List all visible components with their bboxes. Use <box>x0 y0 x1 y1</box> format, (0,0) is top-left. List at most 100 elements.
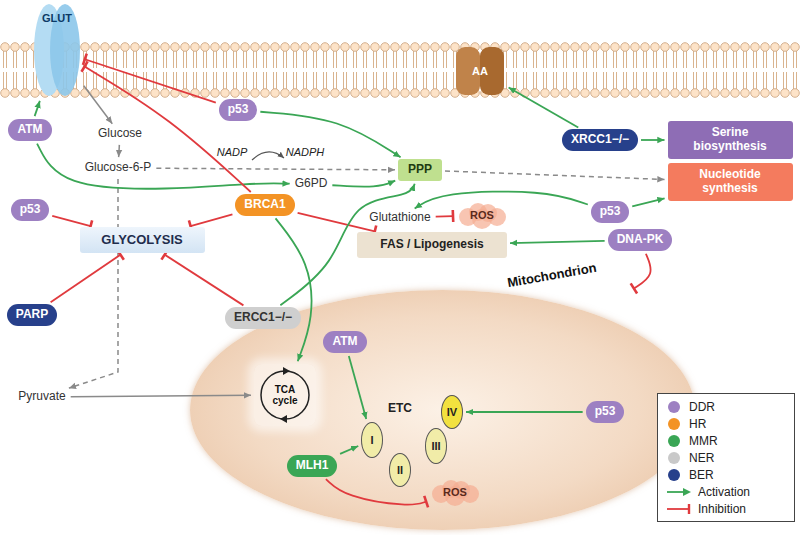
metabolite-label: Glutathione <box>367 210 432 226</box>
activation-arrow <box>632 198 664 206</box>
node-label: ROS <box>470 209 494 222</box>
cofactor-label: NADPH <box>286 146 325 158</box>
flow-arrow <box>84 86 112 124</box>
inhibition-line <box>191 214 233 226</box>
node-label: Serine biosynthesis <box>685 126 775 154</box>
legend-row: DDR <box>666 398 786 415</box>
activation-arrow <box>280 184 414 305</box>
protein-pill: BRCA1 <box>235 194 294 216</box>
protein-pill: ERCC1−/− <box>225 307 301 329</box>
node-label: Glucose <box>98 127 142 141</box>
protein-pill: MLH1 <box>287 455 338 477</box>
cofactor-label: NADP <box>217 146 248 158</box>
legend-text: HR <box>689 417 706 431</box>
legend-line-sample <box>666 503 692 515</box>
activation-arrow <box>510 241 605 243</box>
ros-cloud: ROS <box>456 202 508 228</box>
inhibition-line <box>85 67 251 192</box>
node-label: p53 <box>20 203 41 217</box>
legend-text: DDR <box>689 400 715 414</box>
legend-text: MMR <box>689 434 718 448</box>
legend-row: Activation <box>666 483 786 500</box>
node-label: ATM <box>17 123 42 137</box>
activation-arrow <box>260 112 400 158</box>
pathway-box: Serine biosynthesis <box>668 121 793 159</box>
node-label: p53 <box>600 205 621 219</box>
node-label: Nucleotide synthesis <box>685 168 775 196</box>
node-label: ROS <box>443 486 467 499</box>
legend-swatch <box>668 435 680 447</box>
activation-arrow <box>35 101 40 116</box>
node-label: Pyruvate <box>18 390 65 404</box>
cofactor-label: ETC <box>388 401 412 415</box>
metabolite-label: Glucose-6-P <box>83 160 154 176</box>
node-label: Glucose-6-P <box>85 161 152 175</box>
legend-box: DDR HR MMR NER BER ActivationInhibition <box>657 393 795 522</box>
node-label: p53 <box>595 405 616 419</box>
nadp-conversion-arrow <box>252 152 284 160</box>
activation-arrow <box>37 144 290 189</box>
node-label: II <box>397 464 403 477</box>
legend-row: Inhibition <box>666 500 786 517</box>
legend-swatch <box>668 418 680 430</box>
node-label: ATM <box>332 335 357 349</box>
legend-text: BER <box>689 468 714 482</box>
inhibition-line <box>298 213 375 231</box>
activation-arrow <box>415 192 588 209</box>
legend-row: MMR <box>666 432 786 449</box>
node-label: ERCC1−/− <box>234 311 292 325</box>
protein-pill: DNA-PK <box>608 229 673 251</box>
legend-swatch <box>668 452 680 464</box>
flow-arrow <box>71 395 251 396</box>
etc-complex: I <box>361 422 383 458</box>
node-label: MLH1 <box>296 459 329 473</box>
tca-cycle: TCA cycle <box>254 364 316 426</box>
amino-acid-transporter: AA <box>454 45 506 97</box>
legend-row: HR <box>666 415 786 432</box>
etc-complex: III <box>425 428 447 464</box>
node-label: G6PD <box>295 177 328 191</box>
activation-arrow <box>276 218 312 361</box>
node-label: FAS / Lipogenesis <box>380 238 483 252</box>
metabolite-label: G6PD <box>293 176 330 192</box>
activation-arrow <box>466 411 583 413</box>
inhibition-line <box>165 255 244 306</box>
flow-arrow <box>156 168 395 170</box>
node-label: XRCC1−/− <box>571 133 629 147</box>
legend-swatch <box>668 401 680 413</box>
node-label: AA <box>472 65 488 78</box>
node-label: BRCA1 <box>244 198 285 212</box>
pathway-box: Nucleotide synthesis <box>668 163 793 201</box>
protein-pill: p53 <box>11 199 50 221</box>
inhibition-line <box>436 215 453 217</box>
inhibition-line <box>52 216 90 226</box>
legend-text: Inhibition <box>698 502 746 516</box>
metabolite-label: Pyruvate <box>16 389 67 405</box>
glucose-transporter: GLUT <box>32 2 82 98</box>
protein-pill: PARP <box>7 304 57 326</box>
activation-arrow <box>641 139 664 141</box>
pathway-box: GLYCOLYSIS <box>80 227 205 253</box>
protein-pill: p53 <box>219 99 258 121</box>
legend-line-sample <box>666 486 692 498</box>
protein-pill: XRCC1−/− <box>562 129 638 151</box>
node-label: TCA cycle <box>267 384 303 407</box>
activation-arrow <box>349 356 366 419</box>
protein-pill: ATM <box>323 331 366 353</box>
inhibition-line <box>326 479 426 505</box>
node-label: Glutathione <box>369 211 430 225</box>
activation-arrow <box>340 446 358 454</box>
legend-text: NER <box>689 451 714 465</box>
etc-complex: IV <box>441 395 463 429</box>
legend-text: Activation <box>698 485 750 499</box>
legend-row: BER <box>666 466 786 483</box>
node-label: GLYCOLYSIS <box>101 233 182 248</box>
node-label: I <box>370 434 373 447</box>
node-label: PARP <box>16 308 48 322</box>
flow-arrow <box>445 171 665 179</box>
node-label: DNA-PK <box>617 233 664 247</box>
node-label: GLUT <box>42 12 72 25</box>
node-label: Mitochondrion <box>506 261 597 291</box>
activation-arrow <box>332 181 395 187</box>
